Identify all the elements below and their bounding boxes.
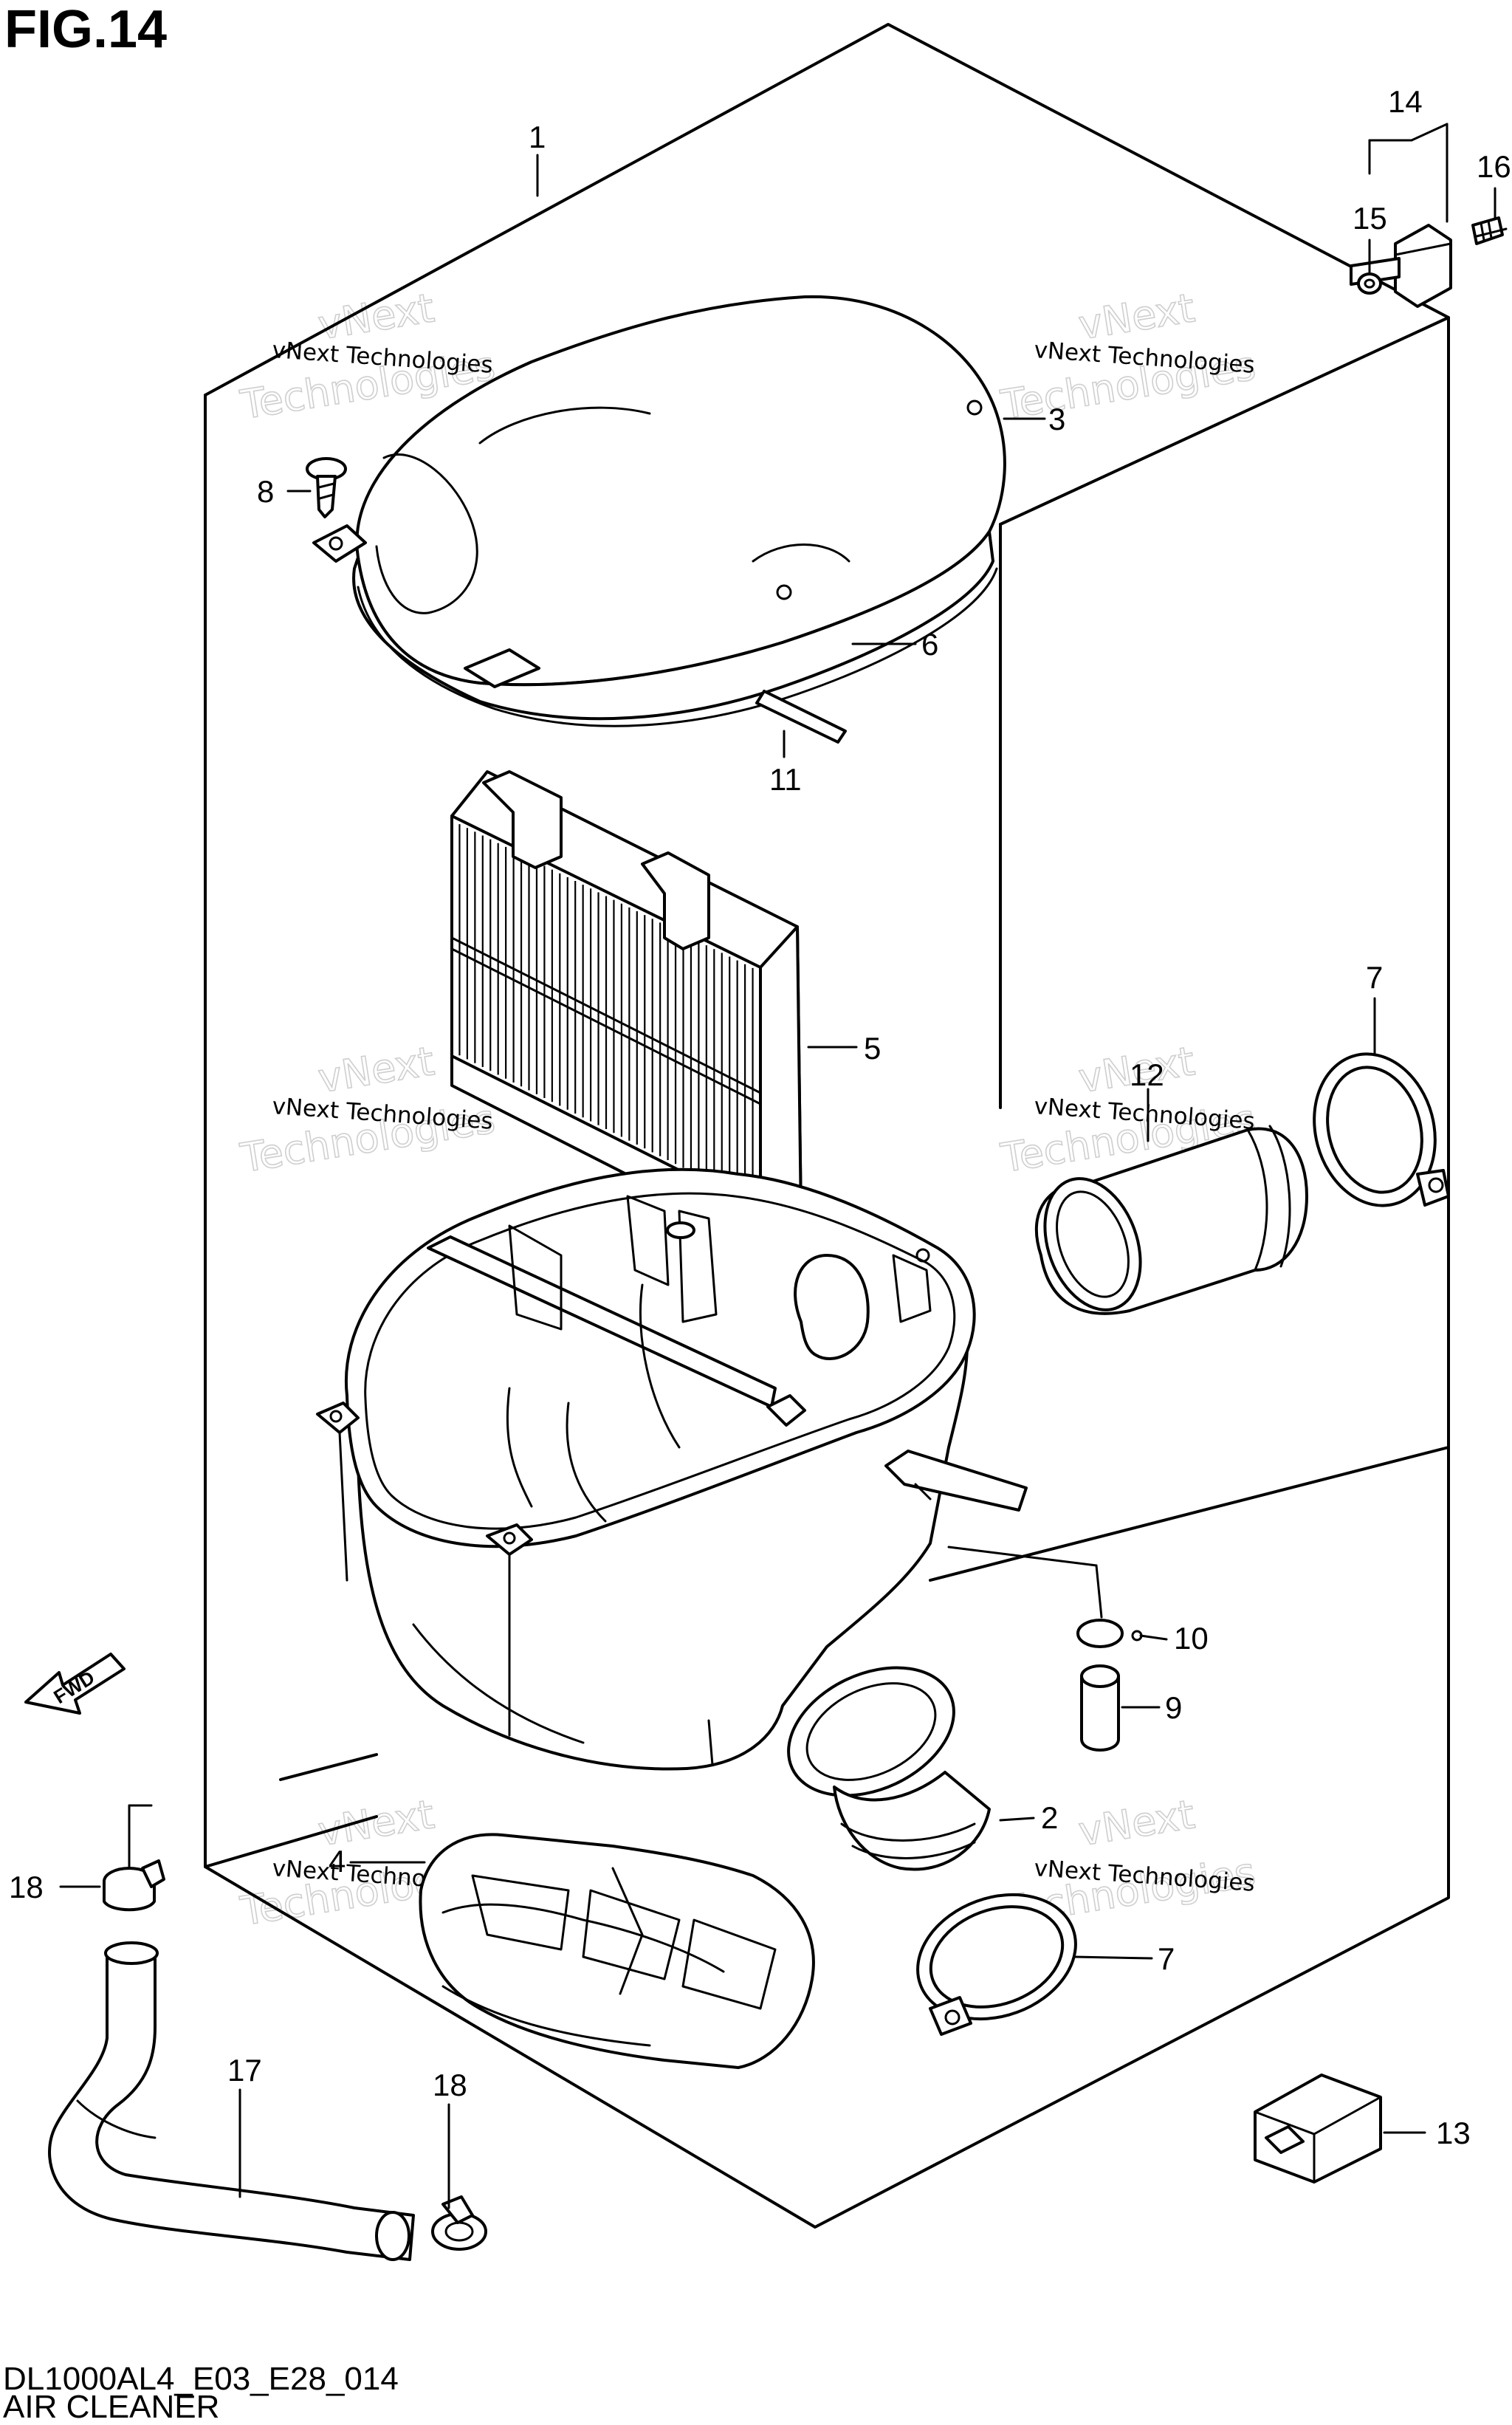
watermark-word-top: vNext: [315, 284, 438, 349]
o-ring: [1076, 1619, 1143, 1648]
washer: [1357, 272, 1382, 295]
intake-duct: [1034, 1125, 1308, 1315]
hose-clamp-upper: [1313, 1052, 1450, 1207]
callout-14: 14: [1388, 84, 1423, 119]
air-cleaner-case: [316, 1167, 1028, 1771]
leader-lines: [59, 123, 1496, 2209]
sensor: [1350, 224, 1452, 308]
watermark-word-top: vNext: [315, 1037, 438, 1102]
inlet-boot: [787, 1666, 991, 1871]
callout-1: 1: [529, 120, 546, 154]
fwd-arrow-icon: FWD: [24, 1653, 126, 1715]
cover-seal: [357, 567, 998, 727]
breather-hose: [48, 1941, 415, 2261]
callout-11: 11: [769, 762, 802, 797]
watermark-word-top: vNext: [1076, 1791, 1198, 1855]
drain-cap: [1080, 1664, 1120, 1752]
callout-7-upper: 7: [1366, 960, 1383, 995]
lower-intake-duct: [419, 1833, 815, 2069]
callout-5: 5: [864, 1031, 881, 1066]
callout-18-bottom: 18: [433, 2068, 467, 2102]
diagram-code: DL1000AL4_E03_E28_014: [3, 2361, 399, 2397]
hose-clip-upper: [103, 1859, 165, 1912]
screw-8: [306, 457, 347, 518]
seal-strip: [755, 690, 847, 744]
callout-8: 8: [257, 474, 274, 509]
diagram-name: AIR CLEANER: [3, 2389, 219, 2421]
callout-12: 12: [1130, 1057, 1164, 1092]
air-cleaner-cover: [312, 295, 1006, 721]
callout-10: 10: [1174, 1621, 1209, 1656]
assembly-outline: [204, 23, 1450, 2229]
callout-9: 9: [1165, 1690, 1182, 1725]
connector: [1254, 2074, 1382, 2184]
callout-15: 15: [1353, 201, 1387, 236]
callout-6: 6: [921, 627, 938, 662]
hose-clamp-lower: [916, 1893, 1077, 2036]
screw-16: [1471, 216, 1508, 245]
callout-4: 4: [329, 1844, 346, 1879]
callout-7-lower: 7: [1158, 1941, 1175, 1976]
callout-2: 2: [1041, 1800, 1058, 1835]
filter-element: [450, 770, 803, 1249]
callout-16: 16: [1477, 149, 1511, 184]
callout-labels: 1 2 3 4 5 6 7 7 8 9 10 11 12 13 14 15 16…: [9, 84, 1511, 2150]
callout-13: 13: [1436, 2116, 1471, 2150]
watermark-word-top: vNext: [1076, 284, 1198, 349]
callout-3: 3: [1048, 402, 1065, 436]
figure-title: FIG.14: [4, 0, 167, 59]
hose-clip-lower: [431, 2195, 487, 2251]
callout-17: 17: [227, 2053, 262, 2088]
callout-18-left: 18: [9, 1870, 44, 1904]
